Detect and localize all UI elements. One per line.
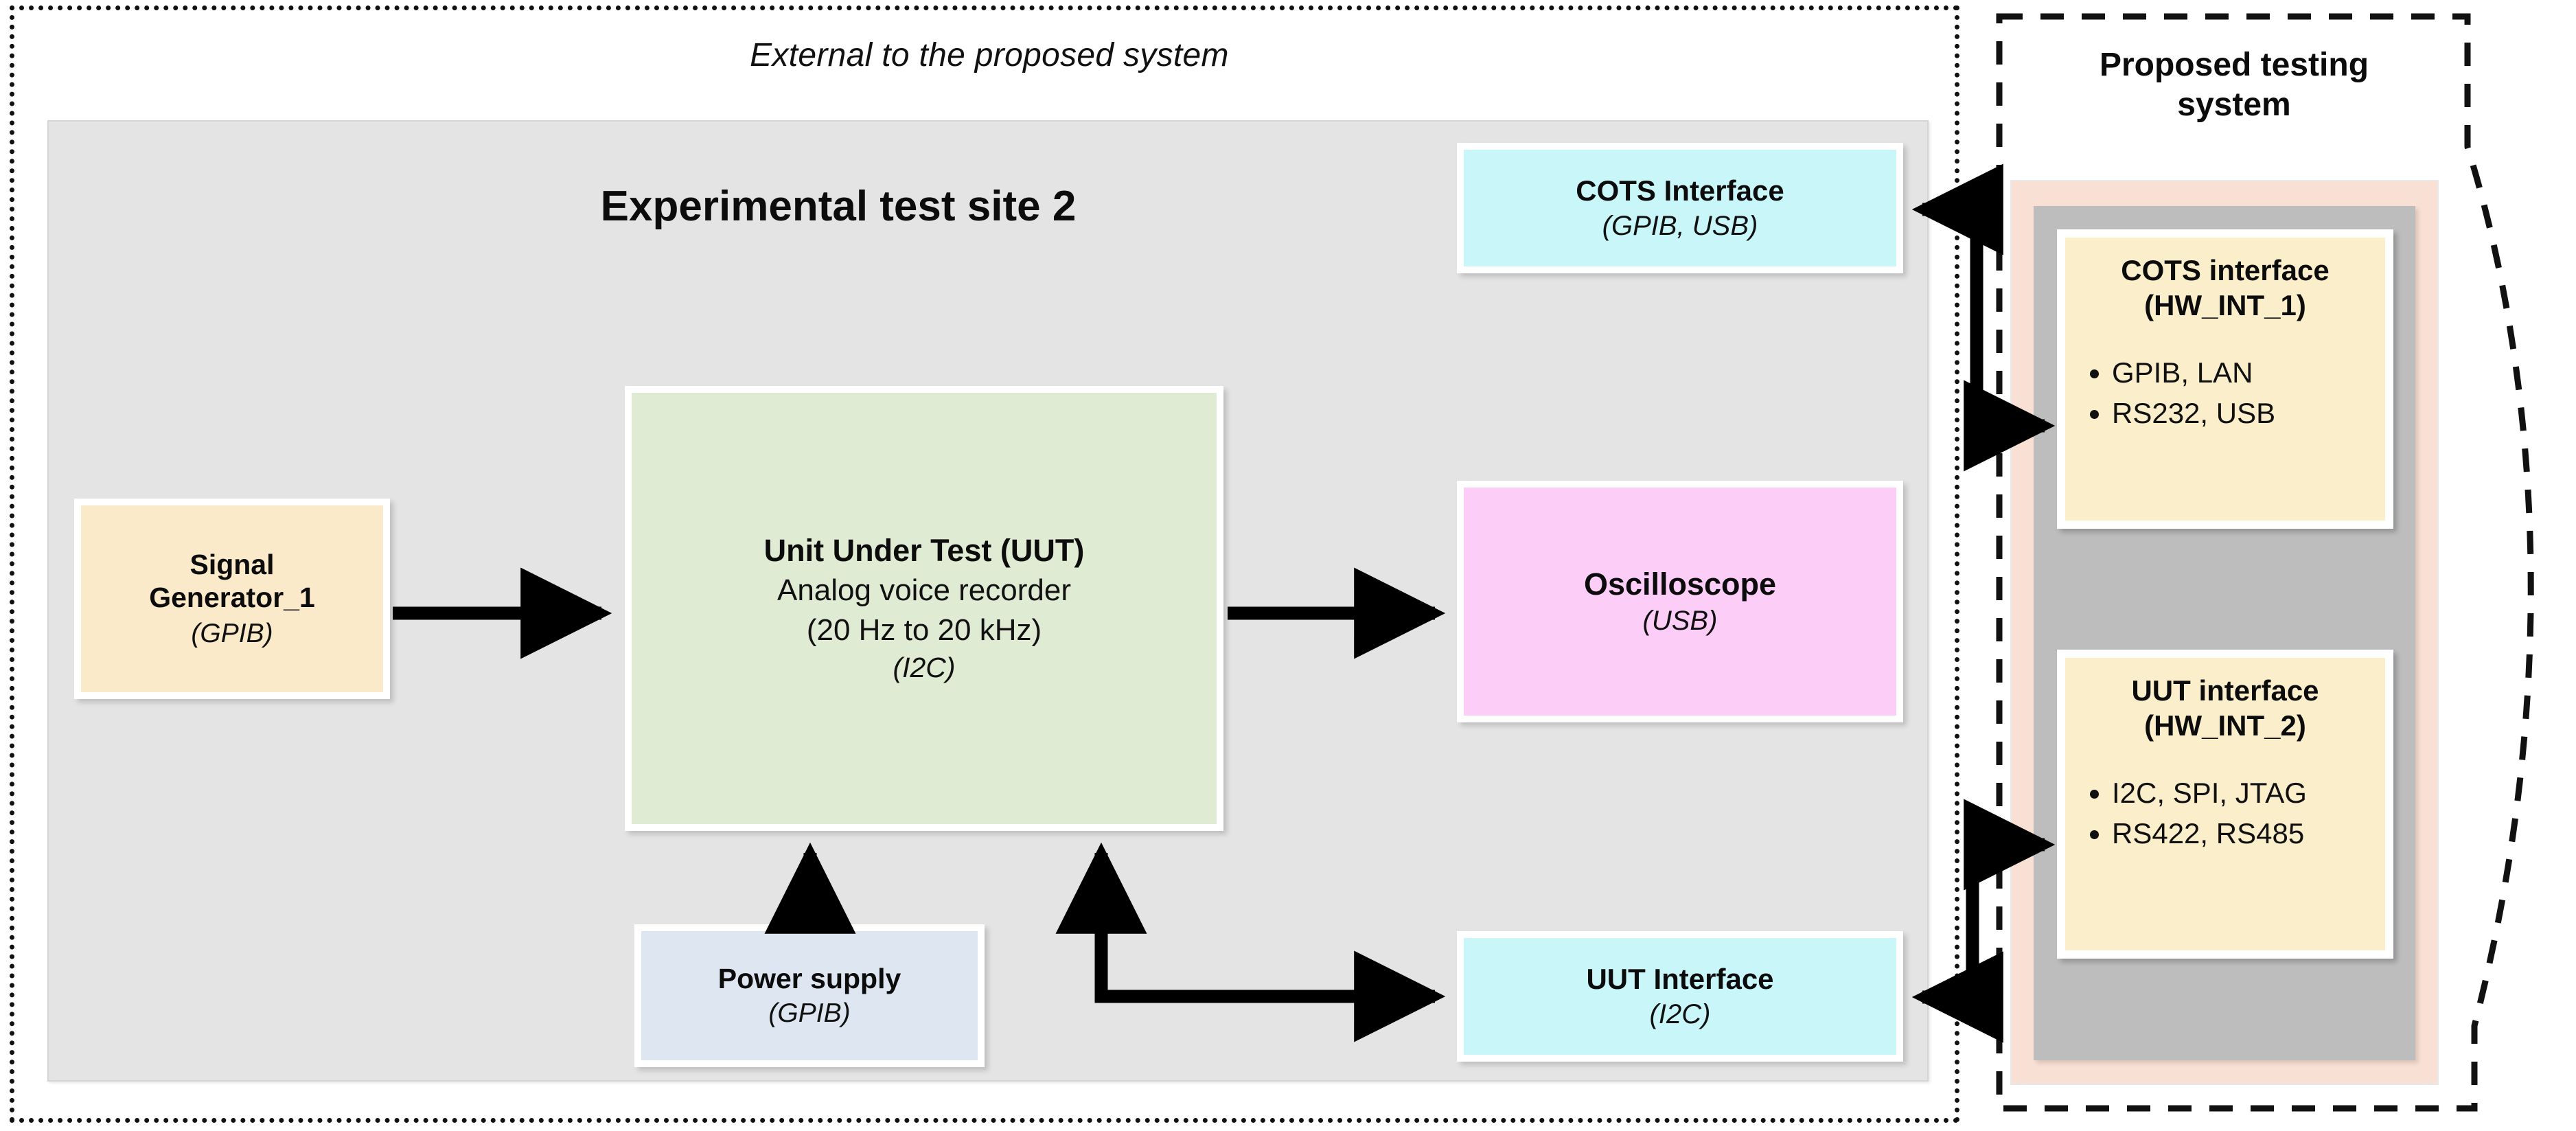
list-item: RS232, USB bbox=[2112, 393, 2378, 434]
node-oscilloscope-note: (USB) bbox=[1642, 605, 1718, 636]
node-signal-generator[interactable]: Signal Generator_1 (GPIB) bbox=[74, 499, 390, 699]
node-oscilloscope[interactable]: Oscilloscope (USB) bbox=[1457, 481, 1903, 722]
card-hw-int-1-title-line1: COTS interface bbox=[2121, 254, 2330, 286]
card-cots-interface-hw-int-1-title: COTS interface (HW_INT_1) bbox=[2072, 253, 2378, 323]
node-power-supply-note: (GPIB) bbox=[768, 998, 851, 1029]
proposed-system-title: Proposed testing system bbox=[2021, 45, 2447, 124]
list-item: GPIB, LAN bbox=[2112, 353, 2378, 393]
list-item: RS422, RS485 bbox=[2112, 814, 2378, 854]
node-uut-interface-title: UUT Interface bbox=[1586, 962, 1774, 995]
node-power-supply[interactable]: Power supply (GPIB) bbox=[634, 924, 985, 1067]
node-signal-generator-body: Signal Generator_1 (GPIB) bbox=[81, 505, 383, 692]
card-hw-int-2-title-line2: (HW_INT_2) bbox=[2144, 709, 2306, 742]
card-hw-int-1-bullet-list: GPIB, LAN RS232, USB bbox=[2072, 353, 2378, 434]
node-unit-under-test-subtitle-line1: Analog voice recorder bbox=[777, 573, 1071, 608]
external-system-caption: External to the proposed system bbox=[750, 37, 1229, 73]
card-uut-interface-hw-int-2[interactable]: UUT interface (HW_INT_2) I2C, SPI, JTAG … bbox=[2057, 650, 2393, 959]
node-unit-under-test-subtitle-line2: (20 Hz to 20 kHz) bbox=[806, 613, 1042, 648]
node-unit-under-test[interactable]: Unit Under Test (UUT) Analog voice recor… bbox=[625, 386, 1223, 831]
card-uut-interface-hw-int-2-body: UUT interface (HW_INT_2) I2C, SPI, JTAG … bbox=[2065, 658, 2385, 950]
node-unit-under-test-body: Unit Under Test (UUT) Analog voice recor… bbox=[632, 393, 1217, 824]
proposed-system-title-line1: Proposed testing bbox=[2099, 47, 2369, 83]
card-hw-int-2-title-line1: UUT interface bbox=[2131, 674, 2319, 707]
proposed-system-title-line2: system bbox=[2177, 86, 2291, 123]
node-signal-generator-title-line1: Signal bbox=[189, 548, 275, 580]
node-unit-under-test-title: Unit Under Test (UUT) bbox=[763, 533, 1085, 569]
node-cots-interface-note: (GPIB, USB) bbox=[1602, 211, 1758, 242]
proposed-system-dashed-outline bbox=[1996, 13, 2534, 1112]
card-hw-int-2-bullet-list: I2C, SPI, JTAG RS422, RS485 bbox=[2072, 773, 2378, 854]
list-item: I2C, SPI, JTAG bbox=[2112, 773, 2378, 814]
node-signal-generator-note: (GPIB) bbox=[191, 619, 273, 649]
card-cots-interface-hw-int-1-body: COTS interface (HW_INT_1) GPIB, LAN RS23… bbox=[2065, 238, 2385, 521]
node-signal-generator-title-line2: Generator_1 bbox=[149, 581, 315, 613]
proposed-system-frame: Proposed testing system bbox=[1994, 10, 2576, 1122]
node-uut-interface-body: UUT Interface (I2C) bbox=[1464, 938, 1896, 1055]
card-uut-interface-hw-int-2-title: UUT interface (HW_INT_2) bbox=[2072, 673, 2378, 743]
node-cots-interface[interactable]: COTS Interface (GPIB, USB) bbox=[1457, 143, 1903, 273]
node-uut-interface[interactable]: UUT Interface (I2C) bbox=[1457, 931, 1903, 1062]
node-oscilloscope-body: Oscilloscope (USB) bbox=[1464, 488, 1896, 716]
card-cots-interface-hw-int-1[interactable]: COTS interface (HW_INT_1) GPIB, LAN RS23… bbox=[2057, 229, 2393, 529]
node-unit-under-test-note: (I2C) bbox=[893, 652, 956, 684]
node-oscilloscope-title: Oscilloscope bbox=[1583, 566, 1777, 602]
page-title: Experimental test site 2 bbox=[600, 183, 1077, 230]
card-hw-int-1-title-line2: (HW_INT_1) bbox=[2144, 289, 2306, 322]
node-cots-interface-body: COTS Interface (GPIB, USB) bbox=[1464, 150, 1896, 266]
node-uut-interface-note: (I2C) bbox=[1649, 999, 1711, 1030]
node-power-supply-body: Power supply (GPIB) bbox=[641, 931, 978, 1060]
node-power-supply-title: Power supply bbox=[717, 962, 901, 994]
node-cots-interface-title: COTS Interface bbox=[1576, 174, 1784, 207]
